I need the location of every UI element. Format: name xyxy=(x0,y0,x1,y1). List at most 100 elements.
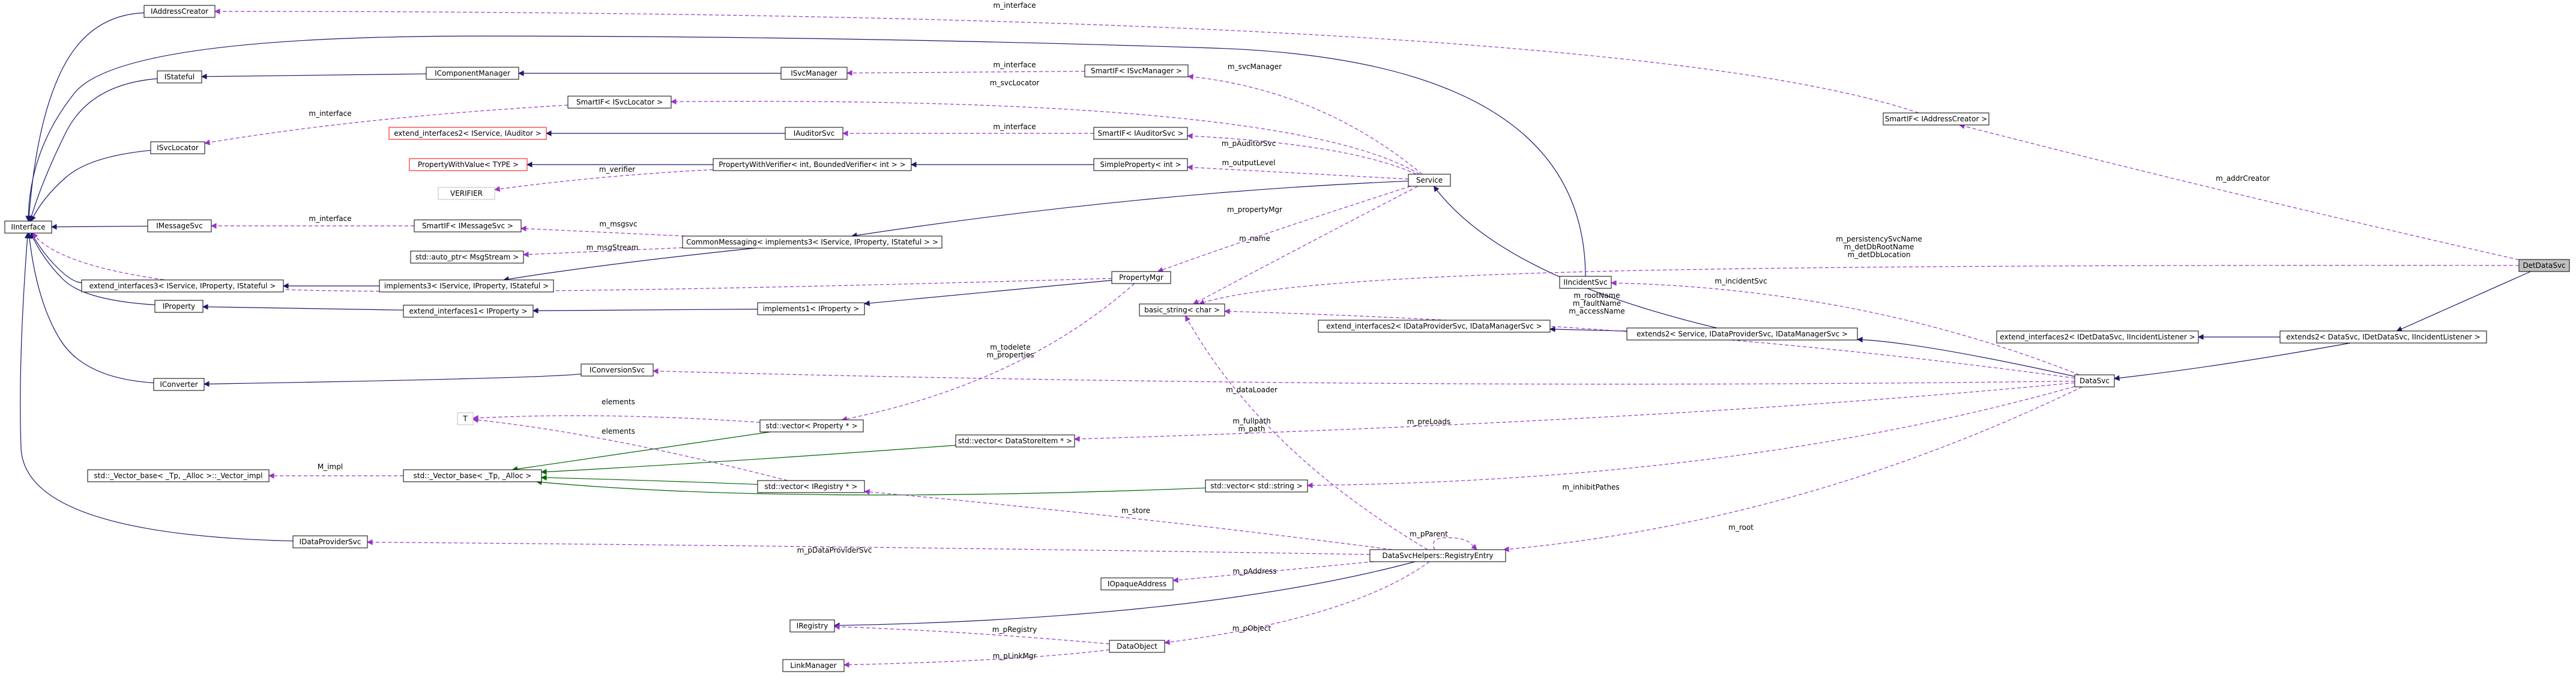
class-node[interactable]: extend_interfaces3< IService, IProperty,… xyxy=(81,279,284,293)
class-box xyxy=(782,659,845,672)
class-node[interactable]: SmartIF< IMessageSvc > xyxy=(414,219,522,232)
class-box xyxy=(143,5,216,18)
class-node[interactable]: PropertyMgr xyxy=(1111,271,1171,284)
class-node[interactable]: SimpleProperty< int > xyxy=(1093,158,1188,171)
class-node[interactable]: std::vector< std::string > xyxy=(1205,479,1308,493)
edge-label: m_pLinkMgr xyxy=(993,652,1037,660)
class-node[interactable]: extend_interfaces2< IService, IAuditor > xyxy=(388,127,547,140)
class-label: LinkManager xyxy=(790,661,836,670)
class-node[interactable]: std::vector< IRegistry * > xyxy=(757,480,865,493)
usage-edge xyxy=(834,624,1110,645)
class-label: ISvcLocator xyxy=(157,144,199,152)
usage-edge xyxy=(653,368,2075,385)
usage-edge xyxy=(846,70,1085,76)
edge-label: m_propertyMgr xyxy=(1227,205,1282,214)
usage-edge xyxy=(523,247,683,258)
class-label: extend_interfaces2< IService, IAuditor > xyxy=(394,129,541,138)
class-label: IDataProviderSvc xyxy=(300,538,361,546)
class-node[interactable]: IConversionSvc xyxy=(581,363,654,377)
class-node[interactable]: extend_interfaces2< IDetDataSvc, IIncide… xyxy=(1996,330,2199,344)
class-node[interactable]: VERIFIER xyxy=(438,187,495,200)
class-label: extends2< DataSvc, IDetDataSvc, IInciden… xyxy=(2286,333,2480,341)
class-node[interactable]: IComponentManager xyxy=(426,67,519,80)
class-node[interactable]: IProperty xyxy=(154,300,204,313)
class-node[interactable]: std::_Vector_base< _Tp, _Alloc >::_Vecto… xyxy=(87,469,270,482)
class-node[interactable]: IMessageSvc xyxy=(147,219,212,232)
class-box xyxy=(388,127,547,140)
edge-label: m_rootName xyxy=(1573,291,1620,300)
class-label: std::auto_ptr< MsgStream > xyxy=(415,253,519,261)
class-node[interactable]: SmartIF< IAuditorSvc > xyxy=(1093,127,1188,140)
class-node[interactable]: PropertyWithVerifier< int, BoundedVerifi… xyxy=(713,158,912,171)
class-node[interactable]: IAddressCreator xyxy=(143,5,216,18)
class-label: PropertyMgr xyxy=(1119,273,1163,282)
class-node[interactable]: T xyxy=(457,412,474,425)
class-label: SmartIF< IAuditorSvc > xyxy=(1097,129,1183,138)
class-label: IConversionSvc xyxy=(590,366,645,374)
class-node[interactable]: CommonMessaging< implements3< IService, … xyxy=(682,235,943,249)
class-box xyxy=(1093,127,1188,140)
class-label: T xyxy=(462,414,468,423)
edge-label: m_accessName xyxy=(1569,307,1625,315)
class-label: IIncidentSvc xyxy=(1563,278,1607,287)
class-node[interactable]: std::vector< Property * > xyxy=(759,419,864,433)
usage-edge xyxy=(1611,280,2080,375)
class-label: basic_string< char > xyxy=(1144,306,1220,314)
template-edge xyxy=(535,479,1206,496)
class-node[interactable]: extends2< Service, IDataProviderSvc, IDa… xyxy=(1626,327,1858,341)
class-node[interactable]: std::vector< DataStoreItem * > xyxy=(955,434,1075,448)
edge-label: m_verifier xyxy=(599,165,635,174)
class-node[interactable]: extend_interfaces1< IProperty > xyxy=(403,305,534,318)
usage-edge xyxy=(1185,315,1428,550)
class-node[interactable]: IRegistry xyxy=(789,619,835,633)
class-node[interactable]: extends2< DataSvc, IDetDataSvc, IInciden… xyxy=(2279,330,2487,344)
class-node[interactable]: extend_interfaces2< IDataProviderSvc, ID… xyxy=(1318,320,1551,333)
class-node[interactable]: std::auto_ptr< MsgStream > xyxy=(410,250,524,264)
inheritance-edge xyxy=(25,35,1586,277)
class-label: std::_Vector_base< _Tp, _Alloc > xyxy=(414,472,532,480)
class-node[interactable]: IStateful xyxy=(157,70,202,83)
class-node[interactable]: implements1< IProperty > xyxy=(757,302,865,315)
class-label: VERIFIER xyxy=(450,189,483,198)
class-box xyxy=(757,480,865,493)
edge-label: m_interface xyxy=(993,123,1036,131)
class-label: implements1< IProperty > xyxy=(763,305,860,313)
inheritance-edge xyxy=(1549,326,1627,332)
class-node[interactable]: IOpaqueAddress xyxy=(1100,577,1174,590)
usage-edge xyxy=(494,169,714,192)
class-node[interactable]: basic_string< char > xyxy=(1139,303,1225,317)
class-node[interactable]: IInterface xyxy=(4,220,52,234)
class-node[interactable]: Service xyxy=(1408,174,1451,187)
class-node[interactable]: DataObject xyxy=(1109,640,1165,653)
class-node[interactable]: IConverter xyxy=(153,378,205,391)
class-node[interactable]: IIncidentSvc xyxy=(1559,276,1612,289)
edge-label: elements xyxy=(602,427,635,436)
class-box xyxy=(780,67,848,80)
inheritance-edge xyxy=(30,232,155,306)
class-node[interactable]: implements3< IService, IProperty, IState… xyxy=(379,279,554,293)
class-box xyxy=(682,235,943,249)
class-box xyxy=(1996,330,2199,344)
class-node[interactable]: SmartIF< IAddressCreator > xyxy=(1883,112,1989,126)
class-box xyxy=(2518,259,2570,272)
edge-label: m_name xyxy=(1239,234,1270,243)
class-label: DetDataSvc xyxy=(2523,261,2565,270)
edges xyxy=(20,8,2531,668)
class-node[interactable]: DataSvcHelpers::RegistryEntry xyxy=(1369,549,1506,562)
class-node[interactable]: DataSvc xyxy=(2074,374,2115,387)
inheritance-edge xyxy=(20,232,294,542)
edge-label: m_pObject xyxy=(1232,624,1271,633)
class-node[interactable]: std::_Vector_base< _Tp, _Alloc > xyxy=(403,469,542,482)
class-node[interactable]: ISvcLocator xyxy=(150,141,205,154)
class-box xyxy=(1883,112,1989,126)
class-node[interactable]: LinkManager xyxy=(782,659,845,672)
class-box xyxy=(409,158,528,171)
class-node[interactable]: PropertyWithValue< TYPE > xyxy=(409,158,528,171)
class-node[interactable]: DetDataSvc xyxy=(2518,259,2570,272)
inheritance-edge xyxy=(26,12,145,222)
class-node[interactable]: ISvcManager xyxy=(780,67,848,80)
class-node[interactable]: SmartIF< ISvcManager > xyxy=(1084,64,1189,77)
class-node[interactable]: IDataProviderSvc xyxy=(292,535,368,548)
class-node[interactable]: IAuditorSvc xyxy=(785,127,843,140)
class-node[interactable]: SmartIF< ISvcLocator > xyxy=(567,96,672,109)
